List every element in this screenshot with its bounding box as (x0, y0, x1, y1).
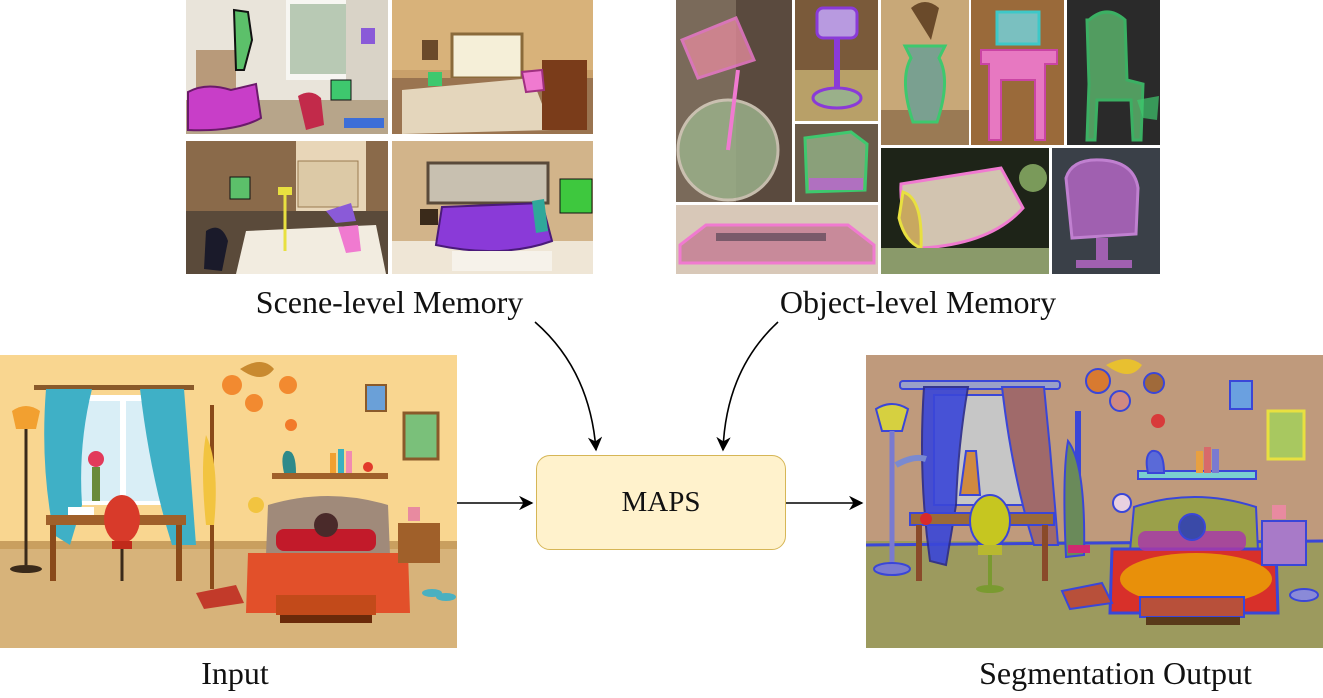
scene-memory-photo-4 (392, 141, 593, 274)
object-memory-bicycle (676, 0, 792, 202)
object-memory-cabinet (795, 124, 878, 202)
scene-memory-caption: Scene-level Memory (255, 284, 524, 320)
object-memory-lamp (795, 0, 878, 121)
scene-memory-photo-3 (186, 141, 388, 274)
input-caption: Input (201, 655, 269, 691)
maps-process-box: MAPS (536, 455, 786, 550)
object-memory-side-table (971, 0, 1064, 145)
object-memory-chair (1067, 0, 1160, 145)
maps-label: MAPS (621, 486, 701, 518)
object-memory-caption: Object-level Memory (779, 284, 1057, 320)
object-memory-cushion (881, 148, 1049, 274)
object-memory-vase (881, 0, 969, 145)
arrow-object-to-maps (716, 321, 779, 452)
arrow-scene-to-maps (534, 321, 603, 452)
segmentation-output-image (866, 355, 1323, 648)
input-image (0, 355, 457, 648)
scene-memory-photo-1 (186, 0, 388, 134)
object-memory-office-chair (1052, 148, 1160, 274)
scene-memory-photo-2 (392, 0, 593, 134)
output-caption: Segmentation Output (979, 655, 1252, 691)
object-memory-bench (676, 205, 878, 274)
